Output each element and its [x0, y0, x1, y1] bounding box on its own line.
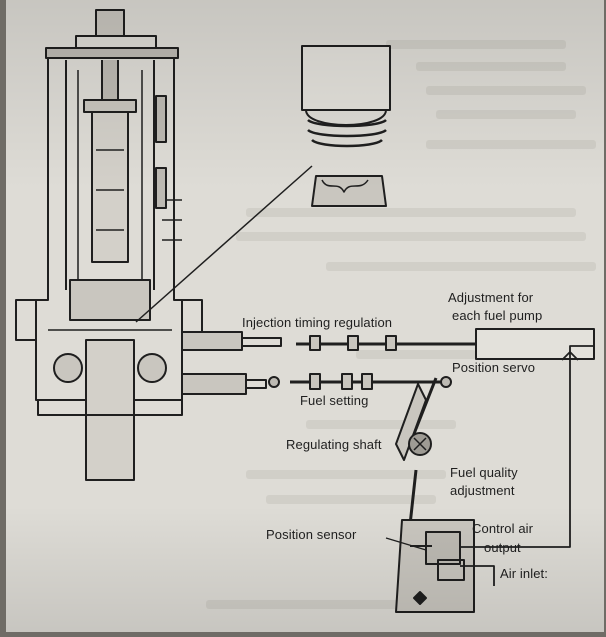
timing-linkage — [181, 328, 595, 360]
air-inlet-label: Air inlet: — [500, 566, 548, 581]
control-air-label: Control air — [472, 521, 534, 536]
adjustment-label: Adjustment for — [448, 290, 534, 305]
adjustment-label-line2: each fuel pump — [452, 308, 543, 323]
plunger-barrel-detail — [301, 45, 391, 207]
fuel-quality-label-line2: adjustment — [450, 483, 515, 498]
bleed-through-text — [126, 0, 604, 632]
fuel-setting-label: Fuel setting — [300, 393, 369, 408]
position-servo-label: Position servo — [452, 360, 536, 375]
injection-timing-label: Injection timing regulation — [242, 315, 393, 330]
book-page: Adjustment for each fuel pump Injection … — [6, 0, 604, 632]
adjustment-box — [475, 328, 595, 360]
fuel-quality-label: Fuel quality — [450, 465, 518, 480]
fuel-pump-diagram — [15, 9, 595, 613]
regulating-shaft-label: Regulating shaft — [286, 437, 382, 452]
control-air-label-line2: output — [484, 540, 521, 555]
position-sensor-unit — [395, 519, 475, 613]
fuel-setting-linkage — [181, 373, 452, 395]
fuel-pump-cross-section — [15, 9, 203, 481]
detail-callout-line — [135, 165, 313, 323]
position-sensor-leader — [385, 537, 427, 551]
position-sensor-label: Position sensor — [266, 527, 357, 542]
air-lines — [460, 345, 594, 586]
